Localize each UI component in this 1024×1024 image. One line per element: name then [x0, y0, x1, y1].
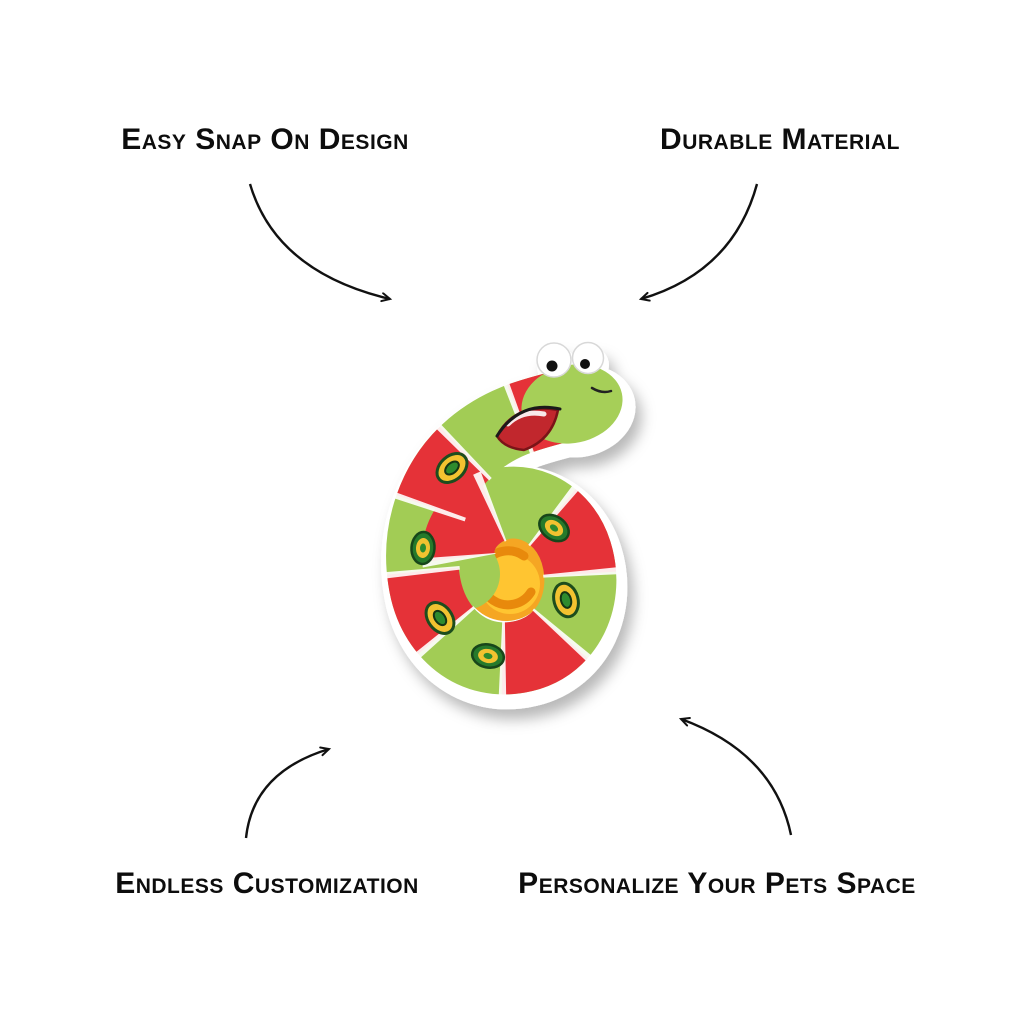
charm-snake-head [495, 341, 623, 452]
arrow-top-left-icon [248, 183, 393, 303]
charm-spots [410, 452, 580, 669]
arrow-bottom-left-icon [244, 746, 332, 839]
snake-eyes [536, 341, 605, 378]
arrow-bottom-right-icon [678, 716, 793, 836]
feature-label-bottom-left: Endless Customization [115, 867, 419, 900]
feature-label-top-right: Durable Material [660, 123, 900, 156]
charm-body-red-segments [386, 365, 617, 695]
feature-label-bottom-right: Personalize Your Pets Space [518, 867, 916, 900]
arrow-top-right-icon [638, 183, 759, 302]
feature-label-top-left: Easy Snap On Design [121, 123, 409, 156]
snake-nostril [590, 386, 613, 394]
